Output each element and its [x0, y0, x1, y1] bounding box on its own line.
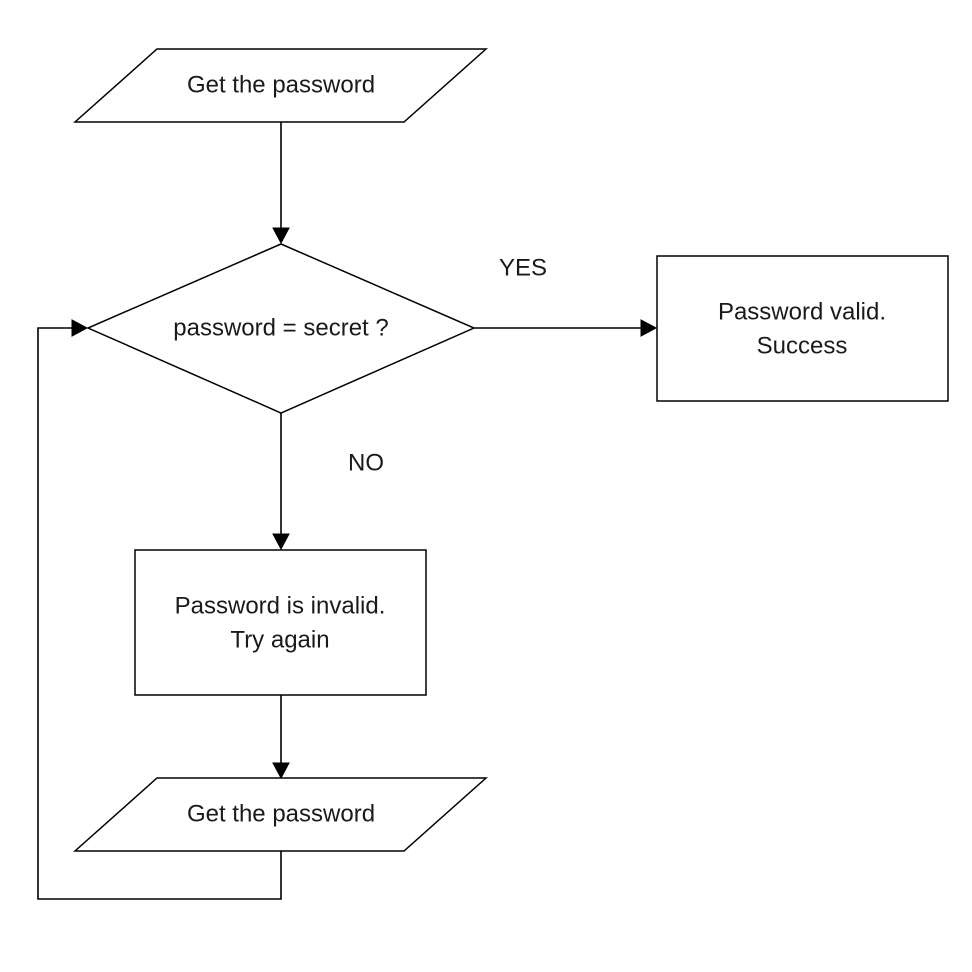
node-get-password-top-label: Get the password	[187, 71, 375, 98]
node-invalid: Password is invalid. Try again	[134, 549, 427, 696]
edge-label-yes: YES	[499, 254, 547, 281]
node-invalid-line2: Try again	[230, 626, 329, 653]
node-decision: password = secret ?	[86, 243, 476, 414]
node-get-password-top: Get the password	[73, 48, 488, 123]
edge-input-to-decision	[272, 122, 290, 245]
edge-invalid-to-input	[272, 695, 290, 780]
node-get-password-bottom: Get the password	[73, 777, 488, 852]
edge-label-no: NO	[348, 449, 384, 476]
edge-loop-back-to-decision	[37, 319, 282, 900]
node-success-line2: Success	[757, 332, 848, 359]
edge-decision-to-success	[474, 319, 658, 337]
node-success: Password valid. Success	[656, 255, 949, 402]
node-invalid-line1: Password is invalid.	[175, 592, 386, 619]
edge-decision-to-invalid	[272, 413, 290, 551]
node-get-password-bottom-label: Get the password	[187, 800, 375, 827]
node-decision-label: password = secret ?	[173, 314, 388, 341]
node-success-line1: Password valid.	[718, 298, 886, 325]
